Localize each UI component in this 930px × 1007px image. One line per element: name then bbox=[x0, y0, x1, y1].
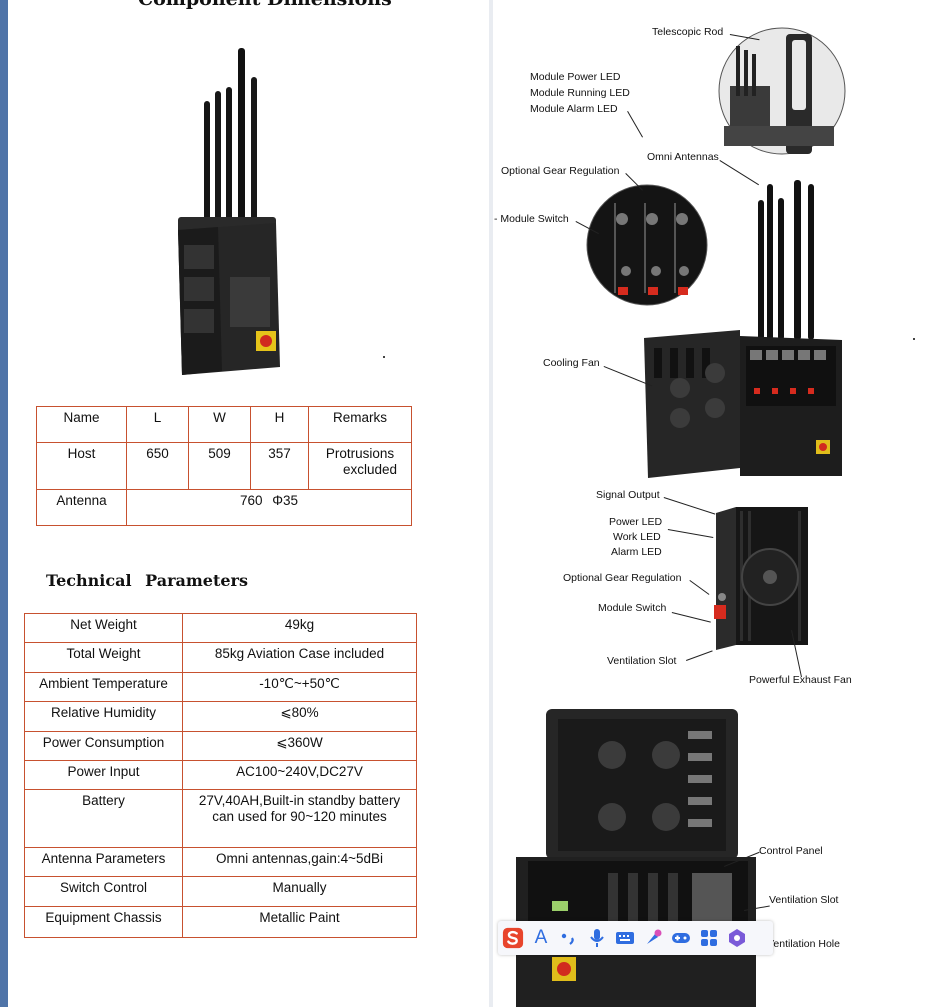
callout-signal-output: Signal Output bbox=[596, 489, 660, 501]
callout-ventilation-hole: Ventilation Hole bbox=[767, 938, 840, 950]
param-value: Omni antennas,gain:4~5dBi bbox=[182, 847, 417, 877]
callout-alarm-led: Alarm LED bbox=[611, 546, 662, 558]
table-row: Antenna Parameters Omni antennas,gain:4~… bbox=[24, 847, 417, 877]
param-label: Total Weight bbox=[24, 642, 183, 673]
table-row: Host 650 509 357 Protrusions excluded bbox=[36, 442, 412, 490]
header-h: H bbox=[250, 406, 309, 443]
table-row: Total Weight 85kg Aviation Case included bbox=[24, 642, 417, 673]
stray-mark bbox=[913, 338, 915, 340]
callout-ventilation-slot: Ventilation Slot bbox=[607, 655, 677, 667]
header-l: L bbox=[126, 406, 189, 443]
table-row: Switch Control Manually bbox=[24, 876, 417, 907]
table-row: Relative Humidity ⩽80% bbox=[24, 701, 417, 732]
param-label: Power Consumption bbox=[24, 731, 183, 761]
gamepad-icon[interactable] bbox=[670, 926, 692, 950]
callout-power-led: Power LED bbox=[609, 516, 663, 528]
callout-optional-gear-regulation-2: Optional Gear Regulation bbox=[563, 572, 682, 584]
battery-line2: can used for 90~120 minutes bbox=[212, 809, 387, 824]
stray-mark bbox=[383, 356, 385, 358]
callout-module-switch-2: Module Switch bbox=[598, 602, 667, 614]
host-remarks-line2: excluded bbox=[342, 462, 398, 477]
param-value: Manually bbox=[182, 876, 417, 907]
window-left-edge bbox=[0, 0, 8, 1007]
table-row: Power Consumption ⩽360W bbox=[24, 731, 417, 761]
punctuation-icon[interactable] bbox=[558, 926, 580, 950]
param-label: Power Input bbox=[24, 760, 183, 790]
ime-toolbar: A bbox=[498, 921, 773, 955]
param-label: Equipment Chassis bbox=[24, 906, 183, 938]
callout-optional-gear-regulation: Optional Gear Regulation bbox=[501, 165, 620, 177]
battery-line1: 27V,40AH,Built-in standby battery bbox=[198, 793, 401, 808]
table-row: Ambient Temperature -10℃~+50℃ bbox=[24, 672, 417, 702]
table-row: Battery 27V,40AH,Built-in standby batter… bbox=[24, 789, 417, 848]
param-label: Ambient Temperature bbox=[24, 672, 183, 702]
host-remarks-line1: Protrusions bbox=[325, 446, 395, 461]
callout-telescopic-rod: Telescopic Rod bbox=[652, 26, 724, 38]
param-label: Relative Humidity bbox=[24, 701, 183, 732]
technical-parameters-heading: Technical Parameters bbox=[46, 571, 248, 590]
open-jammer-case-photo bbox=[644, 180, 842, 478]
param-label: Battery bbox=[24, 789, 183, 848]
text-A-glyph: A bbox=[534, 927, 548, 948]
host-name: Host bbox=[36, 442, 127, 490]
microphone-icon[interactable] bbox=[586, 926, 608, 950]
callout-control-panel: Control Panel bbox=[759, 845, 823, 857]
param-value: 49kg bbox=[182, 613, 417, 643]
param-value: 27V,40AH,Built-in standby battery can us… bbox=[182, 789, 417, 848]
host-l: 650 bbox=[126, 442, 189, 490]
antenna-dimensions: 760 Φ35 bbox=[126, 489, 412, 526]
technical-parameters-table: Net Weight 49kg Total Weight 85kg Aviati… bbox=[24, 613, 417, 938]
callout-work-led: Work LED bbox=[613, 531, 661, 543]
callout-powerful-exhaust-fan: Powerful Exhaust Fan bbox=[749, 674, 852, 686]
page-gap bbox=[489, 0, 493, 1007]
table-row: Net Weight 49kg bbox=[24, 613, 417, 643]
param-label: Switch Control bbox=[24, 876, 183, 907]
table-row: Power Input AC100~240V,DC27V bbox=[24, 760, 417, 790]
param-value: 85kg Aviation Case included bbox=[182, 642, 417, 673]
host-w: 509 bbox=[188, 442, 251, 490]
jammer-module-photo bbox=[714, 507, 808, 650]
antenna-name: Antenna bbox=[36, 489, 127, 526]
grid-icon[interactable] bbox=[698, 926, 720, 950]
header-remarks: Remarks bbox=[308, 406, 412, 443]
host-h: 357 bbox=[250, 442, 309, 490]
param-value: ⩽80% bbox=[182, 701, 417, 732]
callout-omni-antennas: Omni Antennas bbox=[647, 151, 719, 163]
text-A-icon[interactable]: A bbox=[530, 926, 552, 950]
param-value: ⩽360W bbox=[182, 731, 417, 761]
param-value: AC100~240V,DC27V bbox=[182, 760, 417, 790]
document-margin-right bbox=[861, 0, 930, 1007]
param-label: Antenna Parameters bbox=[24, 847, 183, 877]
param-value: -10℃~+50℃ bbox=[182, 672, 417, 702]
host-remarks: Protrusions excluded bbox=[308, 442, 412, 490]
callout-module-alarm-led: Module Alarm LED bbox=[530, 103, 618, 115]
skin-icon[interactable] bbox=[642, 926, 664, 950]
module-panel-detail-photo bbox=[586, 184, 708, 306]
callout-module-running-led: Module Running LED bbox=[530, 87, 630, 99]
dimensions-table: Name L W H Remarks Host 650 509 357 Prot… bbox=[36, 406, 412, 526]
param-value: Metallic Paint bbox=[182, 906, 417, 938]
jammer-control-panel-photo bbox=[516, 709, 756, 1007]
component-dimensions-heading: Component Dimensions bbox=[138, 0, 392, 10]
param-label: Net Weight bbox=[24, 613, 183, 643]
toolbox-icon[interactable] bbox=[726, 926, 748, 950]
callout-module-power-led: Module Power LED bbox=[530, 71, 621, 83]
jammer-case-photo bbox=[178, 48, 280, 375]
callout-module-switch: - Module Switch bbox=[494, 213, 569, 225]
header-w: W bbox=[188, 406, 251, 443]
keyboard-icon[interactable] bbox=[614, 926, 636, 950]
callout-ventilation-slot-2: Ventilation Slot bbox=[769, 894, 839, 906]
table-row: Antenna 760 Φ35 bbox=[36, 489, 412, 526]
table-row: Equipment Chassis Metallic Paint bbox=[24, 906, 417, 938]
table-header-row: Name L W H Remarks bbox=[36, 406, 412, 443]
header-name: Name bbox=[36, 406, 127, 443]
telescopic-rod-detail-photo bbox=[718, 27, 846, 155]
callout-cooling-fan: Cooling Fan bbox=[543, 357, 600, 369]
sogou-logo-icon[interactable] bbox=[502, 926, 524, 950]
